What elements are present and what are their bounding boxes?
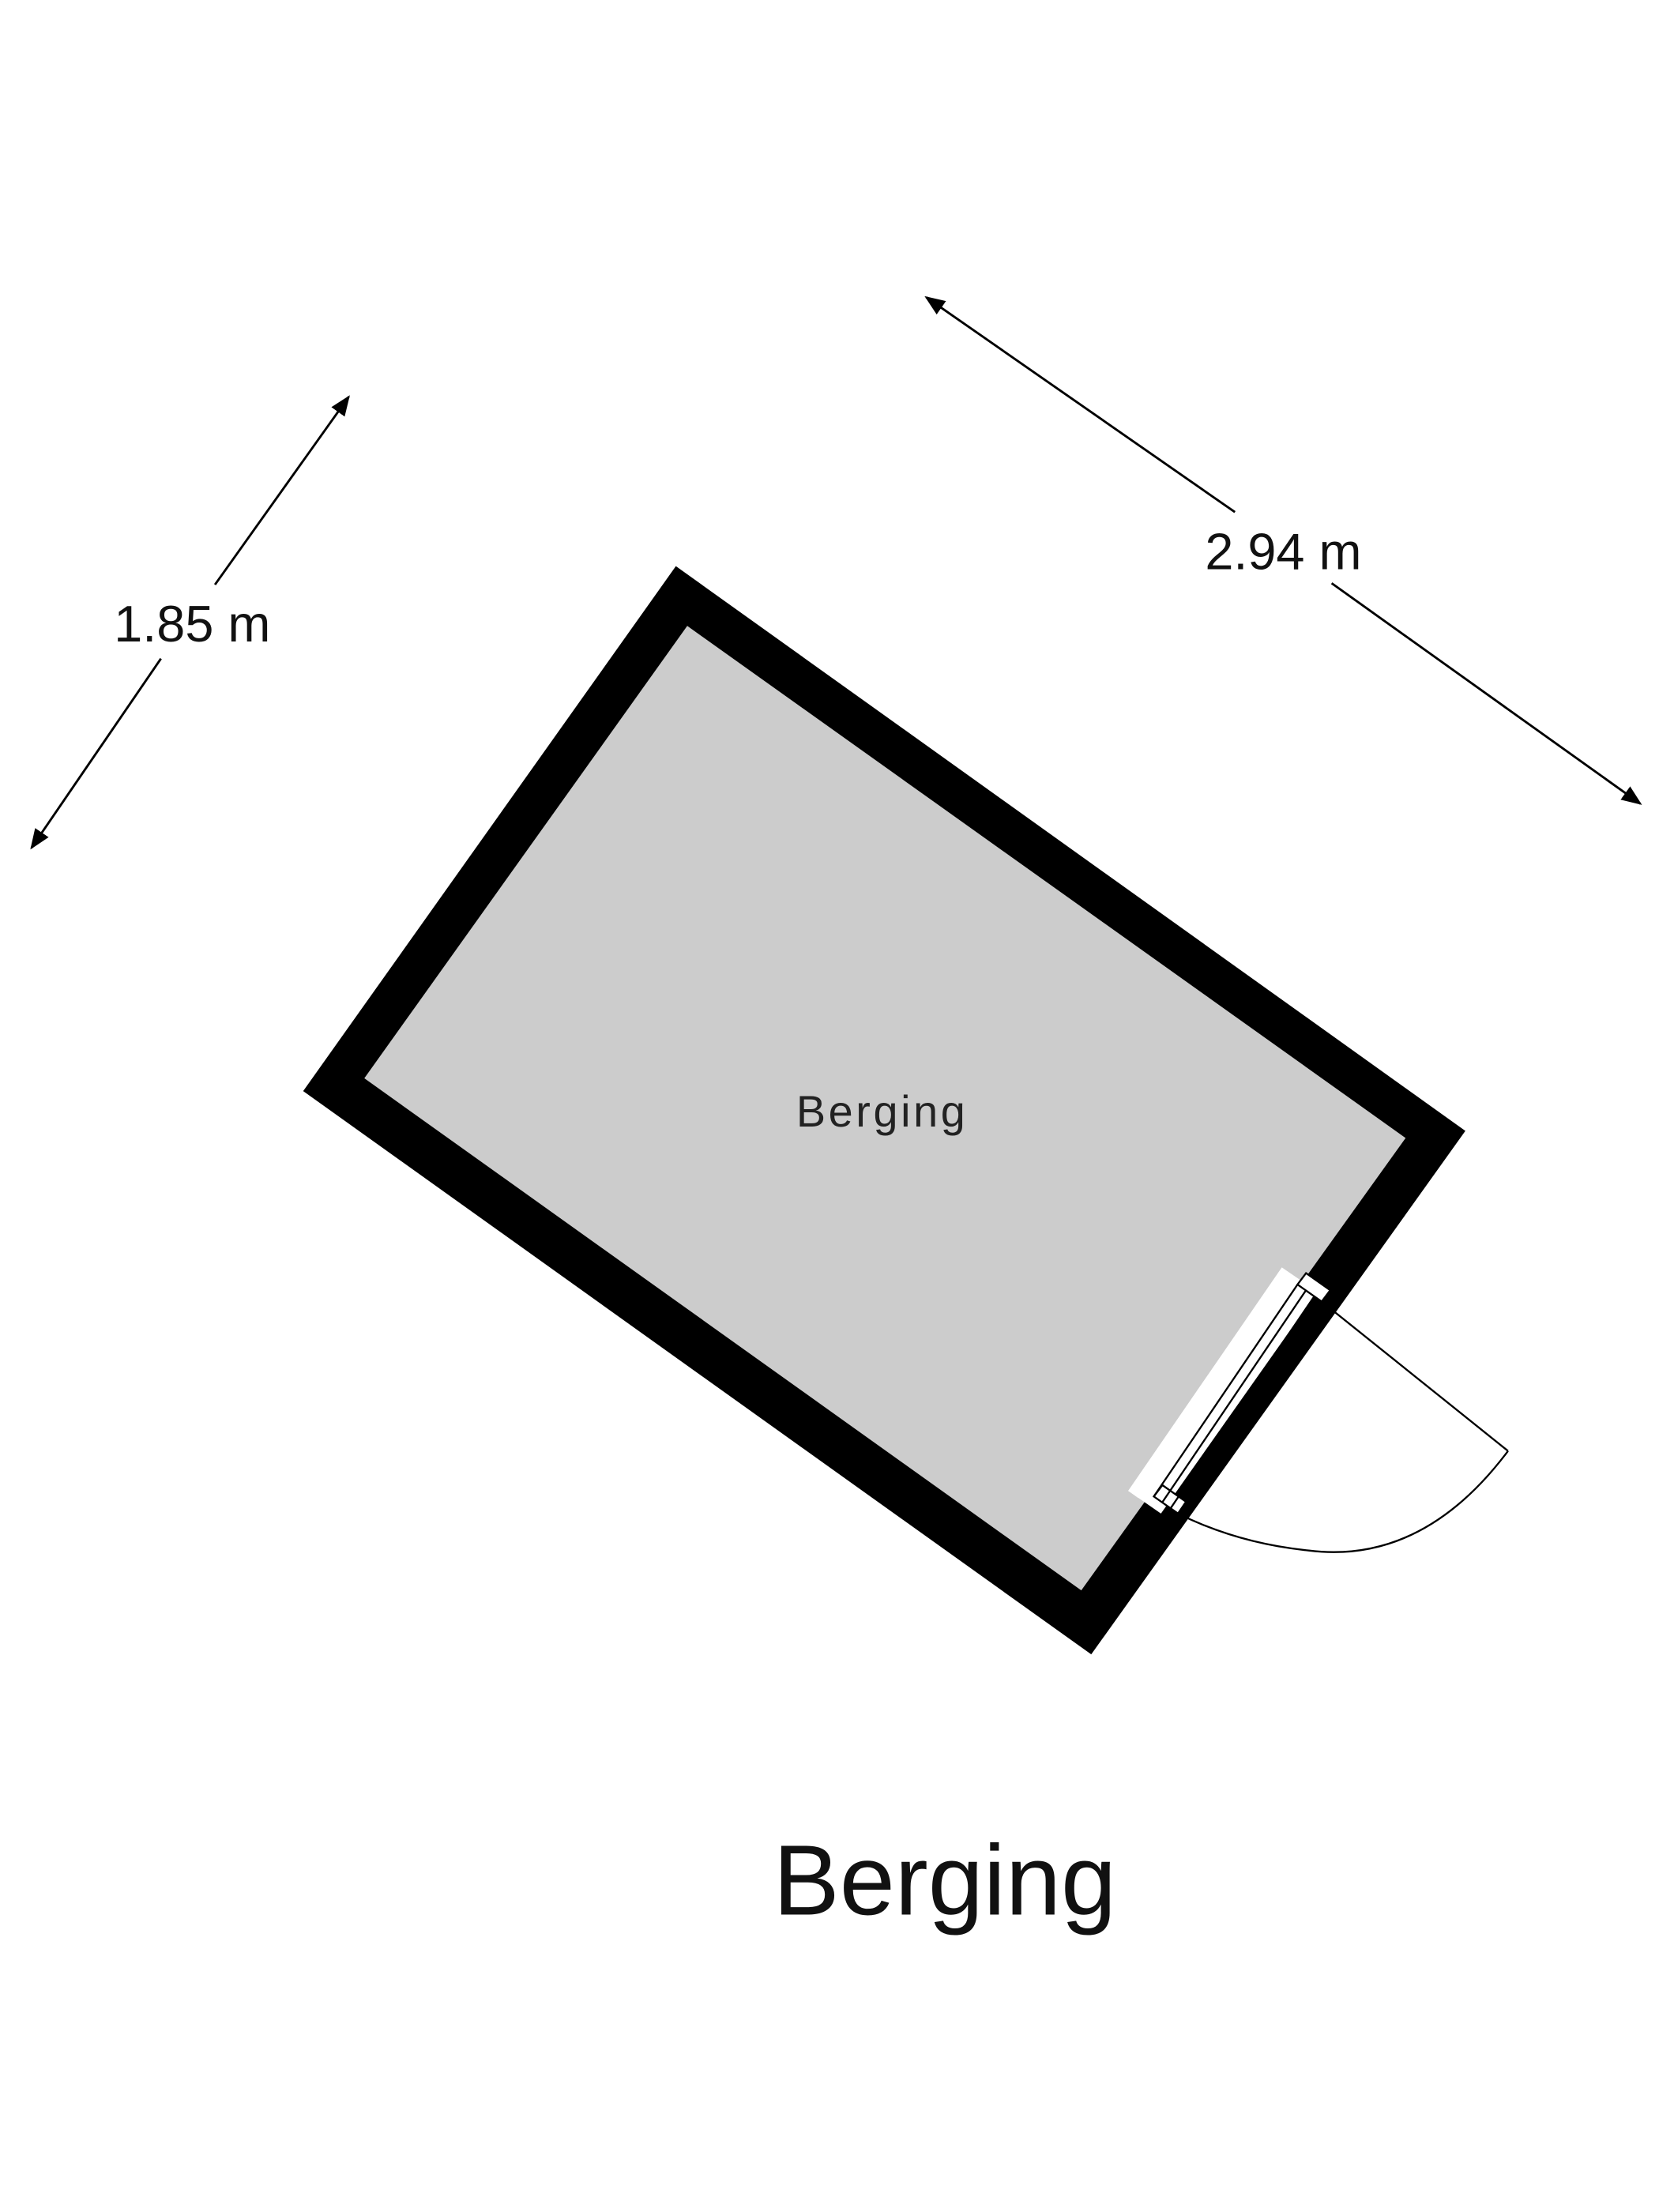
door-opening — [1128, 1267, 1318, 1514]
room-berging: Berging — [303, 566, 1509, 1655]
door-frame-line — [1153, 1284, 1299, 1497]
dimension-depth-label: 1.85 m — [114, 595, 270, 653]
dimension-arrow — [1330, 582, 1642, 805]
dimension-width: 2.94 m — [924, 295, 1642, 805]
door-swing-arc — [1177, 1450, 1509, 1553]
dimension-width-label: 2.94 m — [1205, 522, 1361, 580]
floor-title: Berging — [773, 1825, 1116, 1936]
door — [1152, 1271, 1509, 1553]
door-frame-line — [1161, 1289, 1307, 1503]
dimension-depth: 1.85 m — [30, 395, 350, 850]
dimension-arrow — [30, 657, 162, 850]
door-frame-line — [1170, 1295, 1315, 1509]
dimension-arrow — [213, 395, 350, 585]
dimension-arrow — [924, 295, 1236, 514]
door-opening-floor-edge — [1128, 1267, 1292, 1499]
room-floor — [364, 626, 1406, 1591]
door-frame-line — [1177, 1300, 1322, 1514]
door-leaf — [1321, 1300, 1509, 1452]
room-label: Berging — [796, 1086, 969, 1136]
